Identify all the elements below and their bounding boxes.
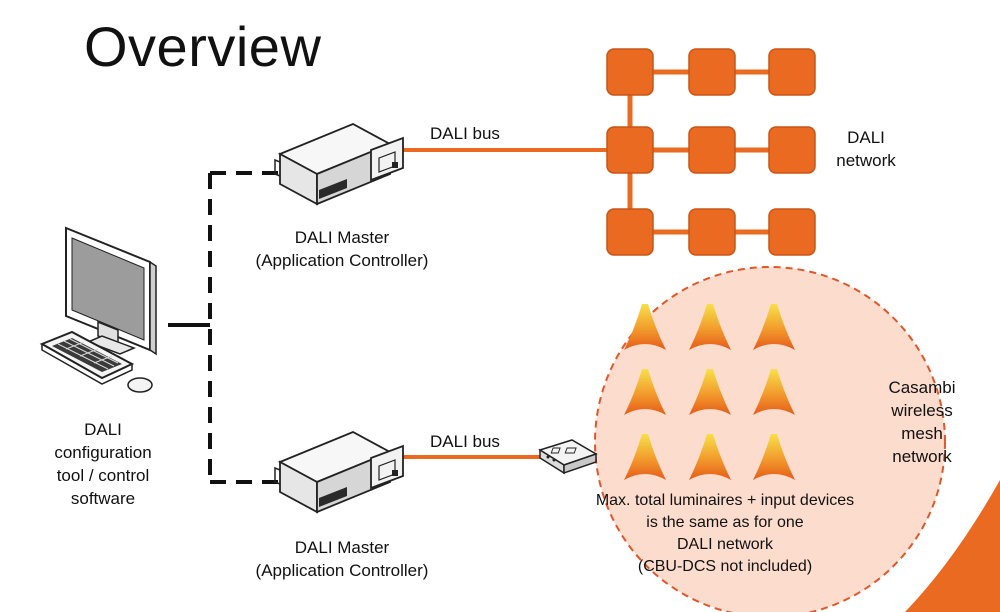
master-bottom-label: DALI Master (Application Controller) <box>232 536 452 582</box>
luminaire-icon <box>689 304 731 350</box>
dali-device-node <box>606 126 654 174</box>
mesh-note-line3: DALI network <box>676 536 774 553</box>
master-top-label-line2: (Application Controller) <box>255 251 429 270</box>
luminaire-icon <box>624 369 666 415</box>
dali-device-node <box>768 208 816 256</box>
dali-network-label: DALI network <box>826 126 906 172</box>
casambi-label-line2: wireless <box>891 401 953 420</box>
dali-device-node <box>768 48 816 96</box>
luminaire-icon <box>753 434 795 480</box>
dali-bus-label-bottom: DALI bus <box>430 432 500 451</box>
casambi-label-line3: mesh <box>901 424 943 443</box>
config-tool-label-line1: DALI <box>84 420 122 439</box>
mesh-note-line2: is the same as for one <box>646 514 804 531</box>
dali-device-node <box>688 126 736 174</box>
dali-device-node <box>688 48 736 96</box>
dali-device-node <box>688 208 736 256</box>
master-top-label: DALI Master (Application Controller) <box>232 226 452 272</box>
config-tool-label-line4: software <box>70 489 136 508</box>
casambi-label-line1: Casambi <box>888 378 956 397</box>
dali-bus-lines <box>392 148 612 459</box>
config-tool-label: DALI configuration tool / control softwa… <box>38 418 168 510</box>
luminaire-icon <box>689 369 731 415</box>
mesh-note: Max. total luminaires + input devices is… <box>560 490 890 578</box>
luminaire-icon <box>624 434 666 480</box>
dali-network-label-line1: DALI <box>847 128 885 147</box>
dali-network-label-line2: network <box>836 151 896 170</box>
casambi-gateway-icon <box>538 439 598 475</box>
casambi-label: Casambi wireless mesh network <box>872 376 972 468</box>
luminaire-grid <box>624 304 795 480</box>
desktop-computer-icon <box>39 226 157 393</box>
master-top-label-line1: DALI Master <box>294 228 390 247</box>
luminaire-icon <box>624 304 666 350</box>
mesh-note-line1: Max. total luminaires + input devices <box>595 492 855 509</box>
config-tool-label-line3: tool / control <box>56 466 150 485</box>
page-title: Overview <box>84 15 322 78</box>
dali-master-icon-top <box>274 123 404 205</box>
master-bottom-label-line1: DALI Master <box>294 538 390 557</box>
luminaire-icon <box>689 434 731 480</box>
master-bottom-label-line2: (Application Controller) <box>255 561 429 580</box>
corner-accent-shape <box>905 480 1000 612</box>
dali-bus-label-top: DALI bus <box>430 124 500 143</box>
dali-device-node <box>768 126 816 174</box>
mesh-note-line4: (CBU-DCS not included) <box>637 558 813 575</box>
dali-network-grid <box>606 48 816 256</box>
dali-device-node <box>606 48 654 96</box>
config-tool-label-line2: configuration <box>54 443 152 462</box>
config-connection-lines <box>168 171 280 484</box>
dali-master-icon-bottom <box>274 431 404 513</box>
dali-device-node <box>606 208 654 256</box>
luminaire-icon <box>753 369 795 415</box>
casambi-label-line4: network <box>892 447 952 466</box>
luminaire-icon <box>753 304 795 350</box>
